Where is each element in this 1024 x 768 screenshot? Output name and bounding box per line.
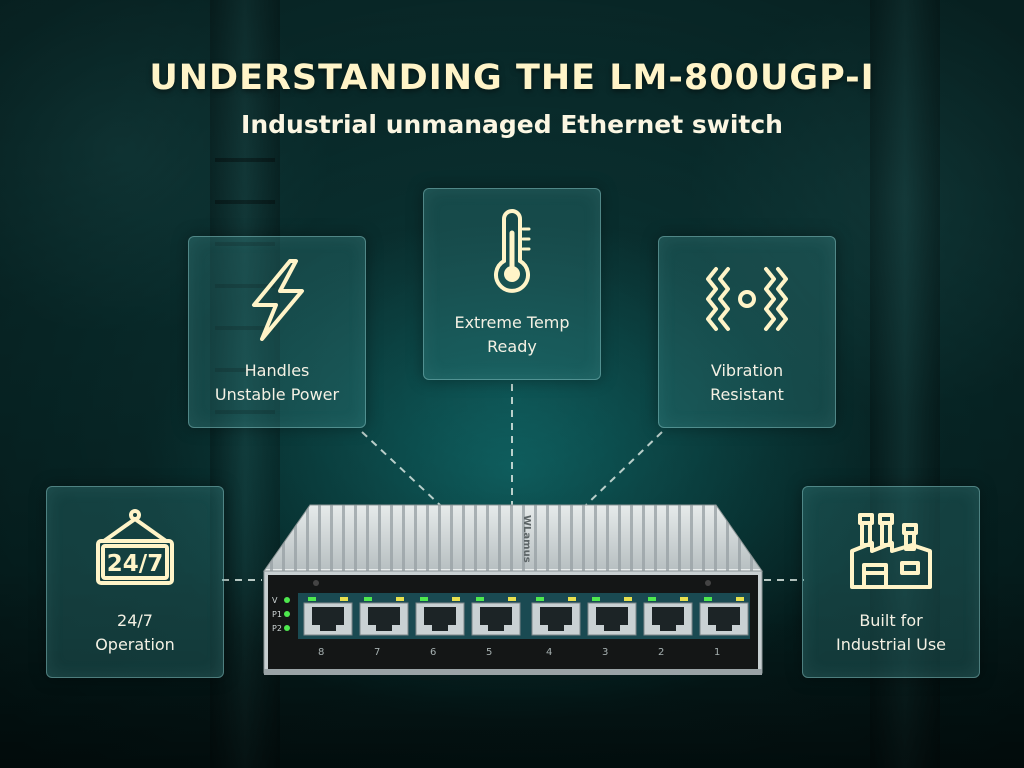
port-link-led: [536, 597, 544, 601]
feature-label-line2: Industrial Use: [835, 635, 946, 654]
ethernet-port: [699, 597, 749, 636]
feature-label: 24/7 Operation: [51, 609, 219, 657]
feature-label-line1: 24/7: [117, 611, 153, 630]
port-activity-led: [568, 597, 576, 601]
connector-line-vibration: [585, 431, 663, 506]
port-number: 3: [602, 647, 608, 658]
thermometer-icon: [494, 209, 531, 293]
port-number: 7: [374, 647, 380, 658]
switch-brand-logo: WLamus: [521, 515, 532, 563]
feature-card-24-7-operation: 24/7 24/7 Operation: [46, 486, 224, 678]
vibration-icon: [706, 267, 788, 331]
feature-card-industrial-use: Built for Industrial Use: [802, 486, 980, 678]
feature-label-line2: Unstable Power: [214, 385, 340, 404]
ethernet-port: [531, 597, 581, 636]
feature-label: Built for Industrial Use: [807, 609, 975, 657]
port-activity-led: [340, 597, 348, 601]
ethernet-ports: [303, 597, 749, 636]
port-link-led: [476, 597, 484, 601]
port-number: 2: [658, 647, 664, 658]
feature-label-line2: Operation: [95, 635, 175, 654]
port-link-led: [308, 597, 316, 601]
feature-label-line1: Handles: [244, 361, 310, 380]
feature-card-extreme-temp: Extreme Temp Ready: [423, 188, 601, 380]
status-led-label: P1: [272, 610, 282, 619]
ethernet-port: [471, 597, 521, 636]
feature-label: Vibration Resistant: [663, 359, 831, 407]
feature-label-line1: Vibration: [710, 361, 784, 380]
status-leds: V P1 P2: [272, 596, 290, 633]
port-activity-led: [624, 597, 632, 601]
feature-card-unstable-power: Handles Unstable Power: [188, 236, 366, 428]
ethernet-switch-device: WLamus V P1 P2 8 7 6 5 4 3 2 1: [263, 504, 763, 675]
ethernet-port: [359, 597, 409, 636]
ethernet-port: [303, 597, 353, 636]
switch-heatsink: [263, 504, 763, 572]
background-ladder-rungs: [215, 120, 275, 450]
feature-label-line1: Built for: [859, 611, 923, 630]
ethernet-port: [587, 597, 637, 636]
feature-label-line2: Resistant: [710, 385, 784, 404]
port-number: 4: [546, 647, 552, 658]
ethernet-port: [643, 597, 693, 636]
24-7-sign-text: 24/7: [107, 551, 163, 577]
port-link-led: [704, 597, 712, 601]
port-activity-led: [508, 597, 516, 601]
feature-card-vibration: Vibration Resistant: [658, 236, 836, 428]
connector-line-power: [361, 431, 441, 506]
feature-label: Extreme Temp Ready: [428, 311, 596, 359]
background-wall-panel: [870, 0, 940, 768]
port-link-led: [592, 597, 600, 601]
port-link-led: [420, 597, 428, 601]
lightning-bolt-icon: [252, 259, 304, 341]
ethernet-port: [415, 597, 465, 636]
24-7-sign-icon: 24/7: [96, 509, 174, 585]
page-subtitle: Industrial unmanaged Ethernet switch: [241, 110, 783, 139]
status-led-label: V: [272, 596, 278, 605]
port-number: 1: [714, 647, 720, 658]
port-number: 8: [318, 647, 324, 658]
port-number: 5: [486, 647, 492, 658]
factory-icon: [850, 513, 932, 589]
port-number: 6: [430, 647, 436, 658]
feature-label-line1: Extreme Temp: [454, 313, 570, 332]
feature-label-line2: Ready: [487, 337, 537, 356]
feature-label: Handles Unstable Power: [193, 359, 361, 407]
port-activity-led: [736, 597, 744, 601]
port-activity-led: [452, 597, 460, 601]
page-title: UNDERSTANDING THE LM-800UGP-I: [149, 58, 875, 98]
status-led-label: P2: [272, 624, 282, 633]
port-link-led: [364, 597, 372, 601]
port-activity-led: [396, 597, 404, 601]
port-link-led: [648, 597, 656, 601]
port-activity-led: [680, 597, 688, 601]
